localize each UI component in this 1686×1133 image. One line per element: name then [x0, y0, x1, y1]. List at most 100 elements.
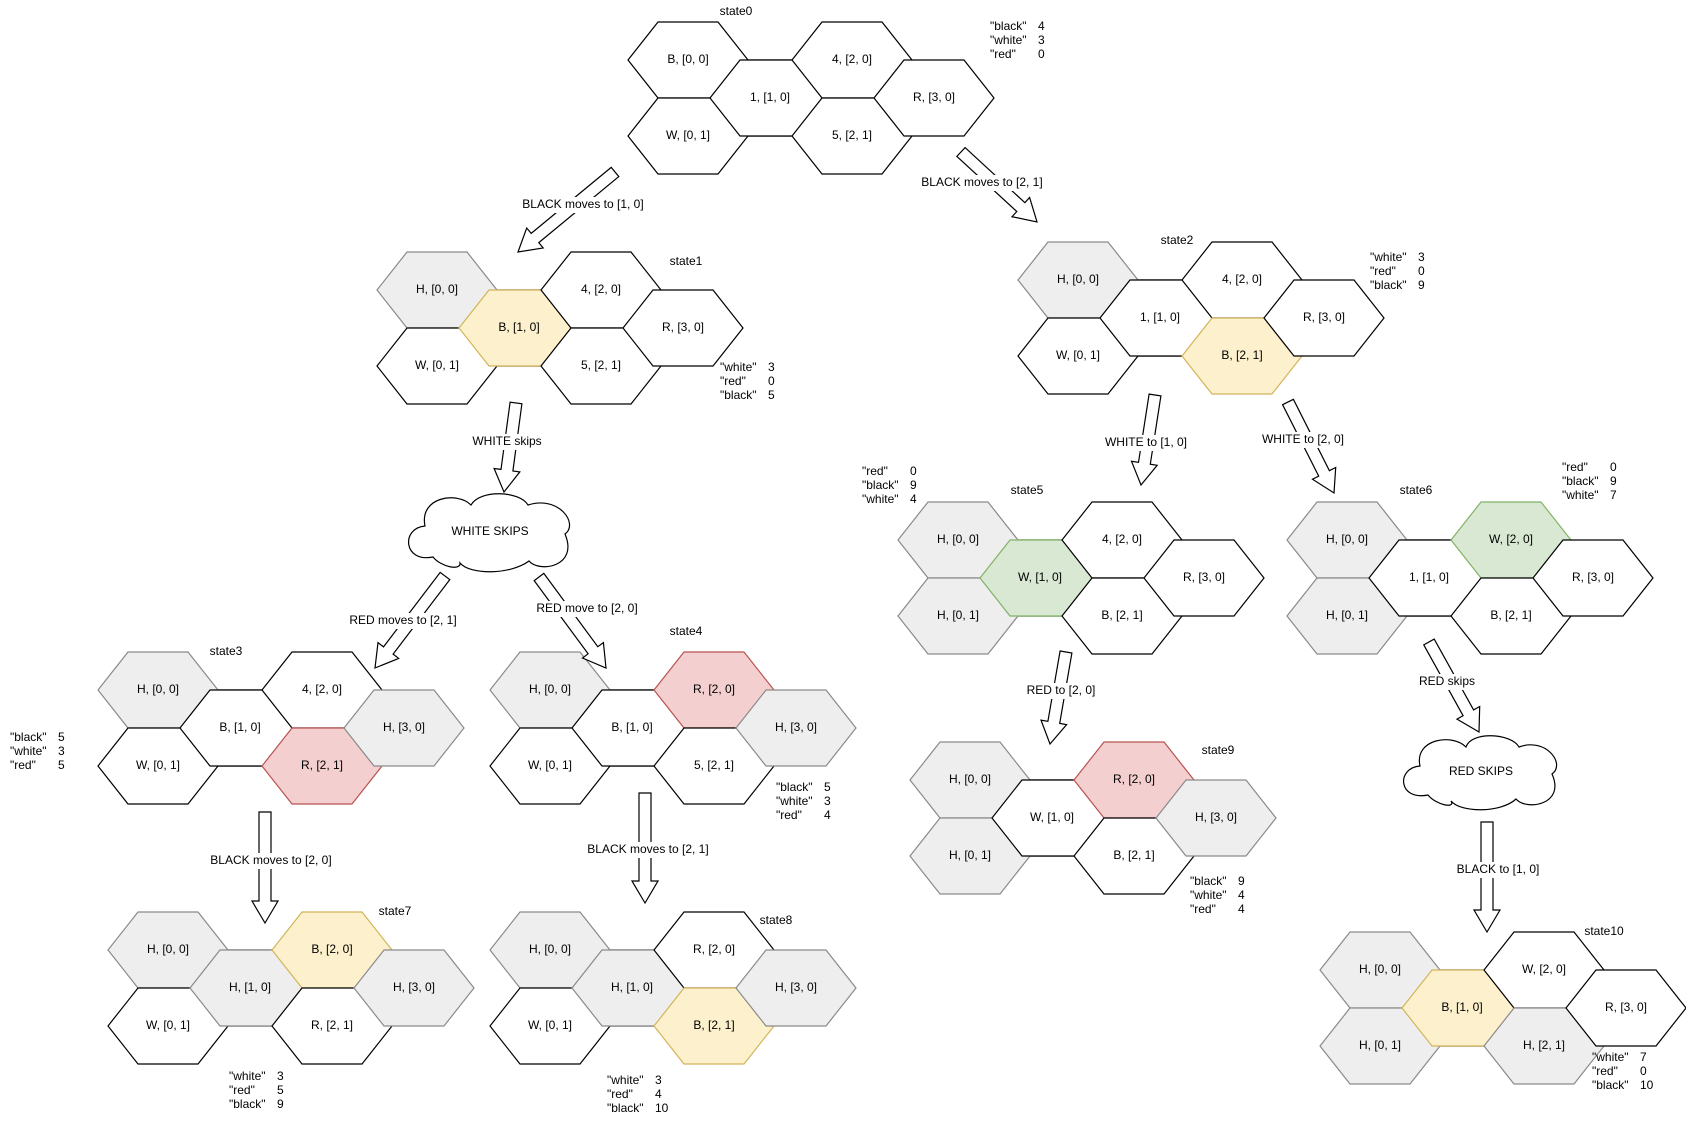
hex-label: W, [0, 1]	[146, 1018, 190, 1032]
hex-label: H, [0, 0]	[147, 942, 189, 956]
score-player: "white"	[776, 794, 813, 808]
hex-label: B, [1, 0]	[611, 720, 652, 734]
board-state5: H, [0, 0]H, [0, 1]W, [1, 0]4, [2, 0]B, […	[862, 464, 1265, 655]
score-value: 9	[1610, 474, 1617, 488]
transition-label: RED to [2, 0]	[1027, 683, 1096, 697]
hex-label: H, [0, 0]	[1326, 532, 1368, 546]
hex-cell	[735, 689, 857, 767]
score-value: 4	[1238, 902, 1245, 916]
hex-label: H, [3, 0]	[383, 720, 425, 734]
score-player: "red"	[776, 808, 802, 822]
score-player: "red"	[1370, 264, 1396, 278]
hex-label: 4, [2, 0]	[302, 682, 342, 696]
hex-label: R, [3, 0]	[1605, 1000, 1647, 1014]
board-state0: B, [0, 0]W, [0, 1]1, [1, 0]4, [2, 0]5, […	[627, 4, 1045, 175]
hex-label: 4, [2, 0]	[1102, 532, 1142, 546]
score-value: 3	[58, 744, 65, 758]
score-value: 0	[1640, 1064, 1647, 1078]
transition-label: RED skips	[1419, 674, 1475, 688]
score-player: "red"	[1562, 460, 1588, 474]
score-player: "white"	[607, 1073, 644, 1087]
score-value: 3	[1038, 33, 1045, 47]
hex-label: H, [0, 1]	[949, 848, 991, 862]
score-player: "red"	[607, 1087, 633, 1101]
score-player: "black"	[990, 19, 1027, 33]
hex-label: W, [0, 1]	[415, 358, 459, 372]
hex-label: 5, [2, 1]	[581, 358, 621, 372]
event-label: WHITE SKIPS	[451, 524, 528, 538]
score-value: 0	[1038, 47, 1045, 61]
hex-label: W, [1, 0]	[1030, 810, 1074, 824]
hex-cell	[343, 689, 465, 767]
score-player: "red"	[720, 374, 746, 388]
hex-label: R, [3, 0]	[1303, 310, 1345, 324]
arrow-label-bg	[199, 853, 343, 869]
score-player: "white"	[862, 492, 899, 506]
hex-label: W, [0, 1]	[528, 758, 572, 772]
score-value: 9	[1418, 278, 1425, 292]
score-value: 0	[768, 374, 775, 388]
state-title: state6	[1400, 483, 1433, 497]
board-state7: H, [0, 0]W, [0, 1]H, [1, 0]B, [2, 0]R, […	[107, 904, 475, 1111]
score-value: 4	[655, 1087, 662, 1101]
hex-label: 4, [2, 0]	[581, 282, 621, 296]
hex-label: H, [0, 1]	[1326, 608, 1368, 622]
score-value: 7	[1640, 1050, 1647, 1064]
arrow-label-bg	[467, 434, 547, 450]
hex-cell	[1565, 969, 1686, 1047]
hex-label: H, [0, 0]	[137, 682, 179, 696]
score-player: "white"	[1562, 488, 1599, 502]
hex-label: R, [2, 0]	[693, 682, 735, 696]
score-value: 4	[824, 808, 831, 822]
hex-cell	[1263, 279, 1385, 357]
state-title: state2	[1161, 233, 1194, 247]
hex-label: R, [3, 0]	[662, 320, 704, 334]
score-value: 9	[910, 478, 917, 492]
hex-label: B, [2, 1]	[1113, 848, 1154, 862]
hex-cell	[622, 289, 744, 367]
hex-cell	[1532, 539, 1654, 617]
state-title: state7	[379, 904, 412, 918]
board-state1: H, [0, 0]W, [0, 1]B, [1, 0]4, [2, 0]5, […	[376, 251, 775, 405]
hex-label: W, [2, 0]	[1489, 532, 1533, 546]
score-value: 7	[1610, 488, 1617, 502]
state-title: state3	[210, 644, 243, 658]
hex-label: H, [0, 0]	[529, 942, 571, 956]
score-value: 5	[58, 758, 65, 772]
score-value: 9	[1238, 874, 1245, 888]
score-value: 5	[277, 1083, 284, 1097]
hex-label: B, [0, 0]	[667, 52, 708, 66]
hex-label: 1, [1, 0]	[1140, 310, 1180, 324]
hex-cell	[735, 949, 857, 1027]
hex-label: H, [1, 0]	[611, 980, 653, 994]
score-player: "black"	[776, 780, 813, 794]
hex-cell	[1155, 779, 1277, 857]
score-value: 5	[824, 780, 831, 794]
hex-label: H, [1, 0]	[229, 980, 271, 994]
hex-label: R, [2, 0]	[1113, 772, 1155, 786]
score-player: "black"	[1592, 1078, 1629, 1092]
event-white-skips: WHITE SKIPS	[408, 493, 571, 573]
hex-label: H, [0, 0]	[1359, 962, 1401, 976]
score-player: "red"	[229, 1083, 255, 1097]
hex-cell	[873, 59, 995, 137]
event-label: RED SKIPS	[1449, 764, 1513, 778]
score-value: 5	[768, 388, 775, 402]
hex-label: R, [3, 0]	[1183, 570, 1225, 584]
arrow-label-bg	[1094, 435, 1198, 451]
hex-cell	[1143, 539, 1265, 617]
board-state9: H, [0, 0]H, [0, 1]W, [1, 0]R, [2, 0]B, […	[909, 741, 1277, 916]
hex-label: 1, [1, 0]	[1409, 570, 1449, 584]
hex-label: H, [2, 1]	[1523, 1038, 1565, 1052]
score-value: 3	[277, 1069, 284, 1083]
score-player: "white"	[990, 33, 1027, 47]
score-player: "black"	[229, 1097, 266, 1111]
score-value: 0	[910, 464, 917, 478]
score-value: 0	[1610, 460, 1617, 474]
board-state2: H, [0, 0]W, [0, 1]1, [1, 0]4, [2, 0]B, […	[1017, 233, 1425, 395]
board-state4: H, [0, 0]W, [0, 1]B, [1, 0]R, [2, 0]5, […	[489, 624, 857, 822]
transition-label: BLACK moves to [2, 1]	[587, 842, 708, 856]
hex-label: H, [0, 0]	[416, 282, 458, 296]
board-state3: H, [0, 0]W, [0, 1]B, [1, 0]4, [2, 0]R, […	[10, 644, 465, 805]
